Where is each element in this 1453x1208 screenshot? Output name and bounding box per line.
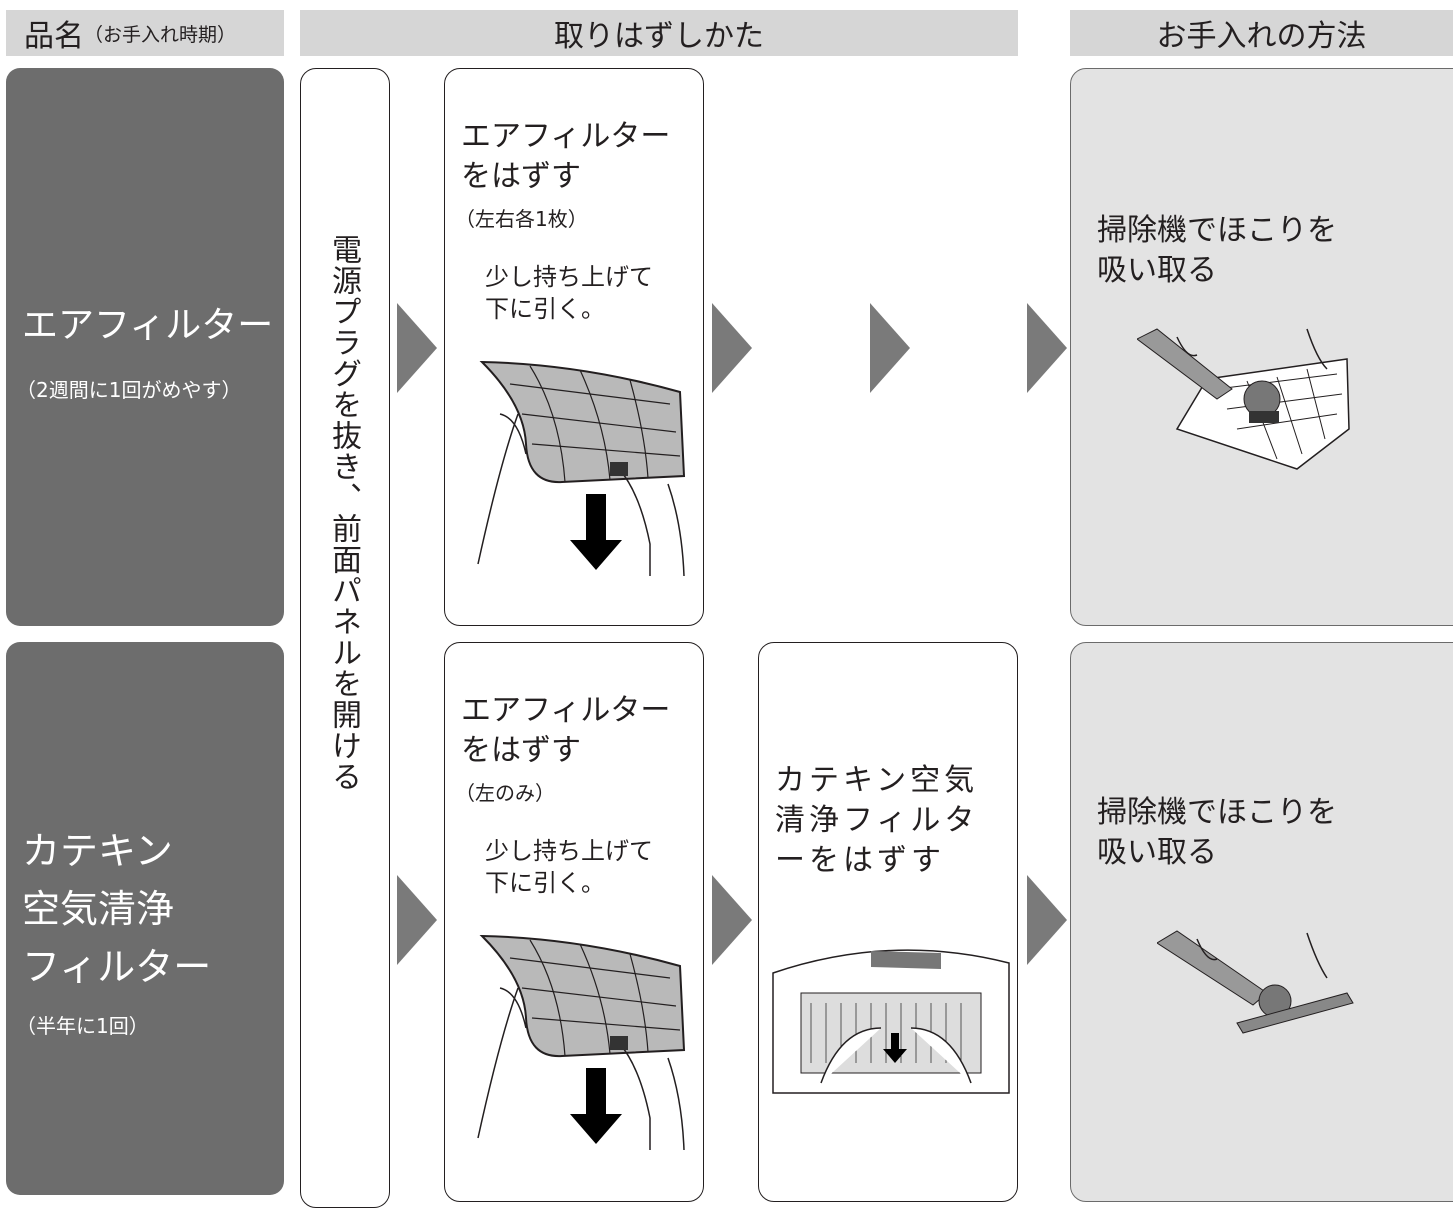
catechin-step-line3: ーをはずす: [775, 843, 945, 878]
arrow-right-icon: [397, 875, 437, 965]
item-catechin-line2: 空気清浄: [22, 887, 175, 931]
remove-title-row1-line1: エアフィルター: [461, 119, 671, 154]
catechin-step-line2: 清浄フィルタ: [775, 803, 979, 838]
filter-illustration: [477, 360, 686, 577]
item-catechin-line1: カテキン: [22, 829, 173, 873]
remove-note-row1-line1: 少し持ち上げて: [485, 263, 653, 291]
item-catechin-filter: カテキン 空気清浄 フィルター （半年に1回）: [6, 642, 284, 1195]
header-item-name-main: 品名: [24, 19, 84, 54]
step-unplug-open-panel: 電源プラグを抜き、前面パネルを開ける: [300, 68, 390, 1208]
filter-illustration: [477, 934, 686, 1151]
care-row1-line1: 掃除機でほこりを: [1097, 213, 1337, 248]
vacuum-illustration: [1157, 930, 1354, 1034]
arrow-right-icon: [1027, 875, 1067, 965]
item-air-filter: エアフィルター （2週間に1回がめやす）: [6, 68, 284, 626]
remove-note-row1-line2: 下に引く。: [485, 295, 605, 323]
care-row2-line2: 吸い取る: [1097, 835, 1217, 870]
item-catechin-period: （半年に1回）: [16, 1014, 149, 1038]
arrow-right-icon: [712, 303, 752, 393]
care-row1-line2: 吸い取る: [1097, 253, 1217, 288]
arrow-right-icon: [712, 875, 752, 965]
header-item-name-sub: （お手入れ時期）: [84, 23, 237, 46]
catechin-step-line1: カテキン空気: [775, 763, 979, 798]
item-catechin-line3: フィルター: [22, 945, 212, 989]
header-care: お手入れの方法: [1070, 10, 1453, 56]
remove-qty-row2: （左のみ）: [455, 781, 555, 805]
vacuum-illustration: [1137, 328, 1350, 470]
down-arrow-icon: [570, 494, 622, 570]
step-remove-air-filter-row2: エアフィルター をはずす （左のみ） 少し持ち上げて 下に引く。: [444, 642, 704, 1202]
care-air-filter: 掃除機でほこりを 吸い取る: [1070, 68, 1453, 626]
step-remove-catechin-filter: カテキン空気 清浄フィルタ ーをはずす: [758, 642, 1018, 1202]
remove-note-row2-line2: 下に引く。: [485, 869, 605, 897]
step-unplug-text: 電源プラグを抜き、前面パネルを開ける: [326, 234, 361, 792]
down-arrow-icon: [570, 1068, 622, 1144]
arrow-right-icon: [397, 303, 437, 393]
header-item-name: 品名（お手入れ時期）: [6, 10, 284, 56]
arrow-right-icon: [870, 303, 910, 393]
step-remove-air-filter-row1: エアフィルター をはずす （左右各1枚） 少し持ち上げて 下に引く。: [444, 68, 704, 626]
care-catechin-filter: 掃除機でほこりを 吸い取る: [1070, 642, 1453, 1202]
unit-illustration: [772, 949, 1010, 1094]
remove-title-row1-line2: をはずす: [461, 159, 581, 194]
remove-qty-row1: （左右各1枚）: [455, 207, 588, 231]
arrow-right-icon: [1027, 303, 1067, 393]
care-row2-line1: 掃除機でほこりを: [1097, 795, 1337, 830]
remove-note-row2-line1: 少し持ち上げて: [485, 837, 653, 865]
item-air-filter-period: （2週間に1回がめやす）: [16, 378, 242, 402]
remove-title-row2-line2: をはずす: [461, 733, 581, 768]
item-air-filter-name: エアフィルター: [22, 305, 274, 346]
remove-title-row2-line1: エアフィルター: [461, 693, 671, 728]
header-removal: 取りはずしかた: [300, 10, 1018, 56]
